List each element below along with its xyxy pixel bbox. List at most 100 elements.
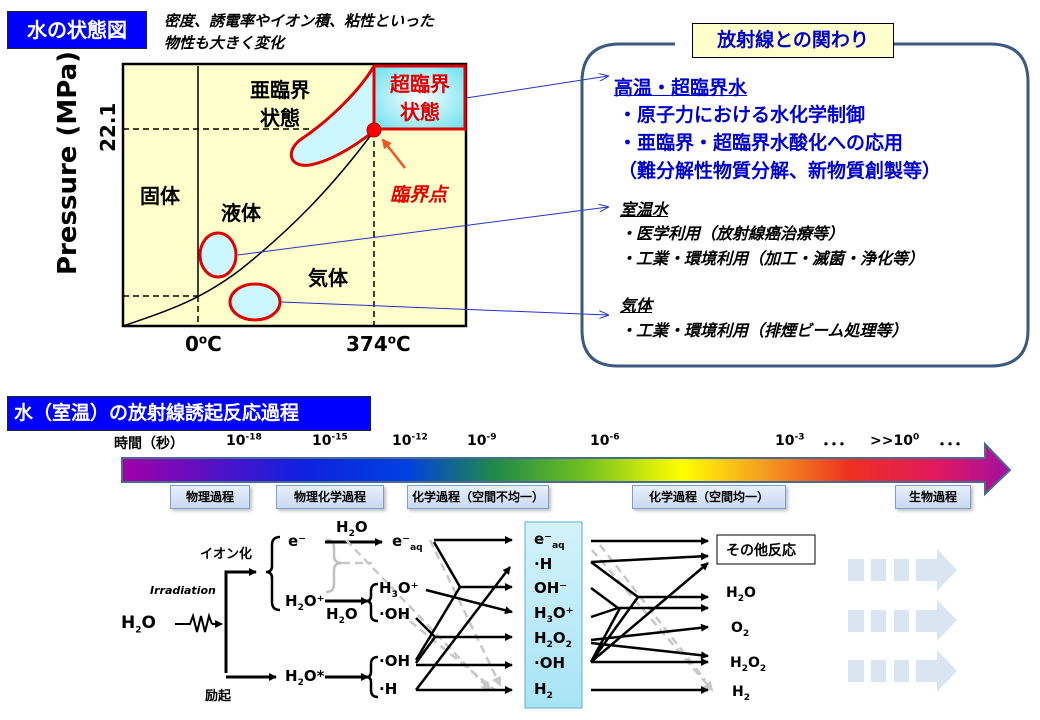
right-arrow-o2 — [590, 623, 709, 642]
timeline-arrow — [121, 441, 1012, 497]
dissociation-brace — [365, 655, 379, 699]
electron-label: e⁻ — [288, 532, 307, 550]
faded-arrow-3 — [848, 650, 957, 692]
temp-tick-0: 0oC — [185, 332, 222, 356]
phase-note-line2: 物性も大きく変化 — [164, 34, 285, 52]
left-arrow-h3o — [425, 588, 513, 615]
left-arrow-up-1 — [414, 586, 462, 661]
left-arrow-h-radical — [415, 566, 511, 691]
right-dash-1 — [591, 549, 714, 692]
temp-tick-374: 374oC — [346, 332, 411, 356]
diffusion-dash-1 — [345, 539, 492, 692]
gas-marker — [228, 282, 282, 322]
irradiation-zigzag — [185, 612, 213, 633]
species-box — [524, 521, 583, 709]
species-item: OH⁻ — [534, 579, 568, 597]
product-oxygen: O2 — [731, 620, 750, 639]
right-arrow-diag-1 — [589, 596, 640, 663]
diffusion-dash-3 — [399, 612, 496, 691]
stage-chemical-heterogeneous: 化学過程（空間不均一） — [407, 485, 549, 509]
species-item: H2O2 — [534, 629, 572, 650]
section-gas-item-1: ・工業・環境利用（排煙ビーム処理等） — [620, 321, 908, 340]
stage-biological: 生物過程 — [895, 485, 971, 509]
section-room-temp-item-2: ・工業・環境利用（加工・滅菌・浄化等） — [620, 249, 925, 268]
stage-physicochemical: 物理化学過程 — [276, 485, 384, 509]
section-room-temp-item-1: ・医学利用（放射線癌治療等） — [620, 224, 845, 243]
section-high-temp: 高温・超臨界水 — [614, 77, 748, 99]
right-arrow-diag-3 — [589, 607, 622, 663]
critical-point-label: 臨界点 — [390, 184, 448, 206]
h2o-star-label: H2O* — [285, 667, 325, 688]
section-room-temp: 室温水 — [620, 200, 669, 219]
water-under-arrow: H2O — [326, 605, 358, 626]
time-tick-4: 10-9 — [467, 432, 497, 449]
supercritical-box — [372, 64, 467, 131]
time-tick-7: >>100 — [870, 432, 920, 449]
stage-chemical-homogeneous: 化学過程（空間均一） — [632, 485, 786, 509]
section-gas: 気体 — [620, 296, 653, 315]
left-arrow-up-2 — [414, 636, 437, 664]
branch-line — [224, 570, 250, 673]
critical-point-arrow — [381, 138, 406, 169]
diffusion-dash-2 — [428, 539, 502, 687]
species-item: H3O⁺ — [534, 604, 574, 625]
radiation-box-title: 放射線との関わり — [692, 23, 894, 58]
time-tick-5: 10-6 — [590, 432, 620, 449]
hydrated-electron-label: e⁻aq — [392, 532, 423, 553]
faded-arrow-1 — [848, 549, 957, 591]
product-hydrogen: H2 — [732, 684, 750, 703]
gas-connector — [280, 301, 608, 315]
right-arrow-h2o2-1 — [590, 641, 709, 660]
recombination-brace — [325, 538, 343, 594]
time-tick-6: 10-3 — [775, 432, 805, 449]
species-item: ·H — [534, 555, 553, 573]
reactant-water: H2O — [121, 613, 156, 636]
product-water: H2O — [726, 585, 756, 604]
other-reactions-label: その他反応 — [726, 543, 796, 559]
oh-radical-label: ·OH — [379, 605, 411, 623]
critical-point-marker — [366, 122, 382, 138]
pressure-tick: 22.1 — [96, 102, 120, 152]
subcritical-outline — [289, 65, 376, 167]
right-arrow-other-2 — [590, 552, 709, 564]
room-temp-water-marker — [198, 231, 238, 279]
other-reactions-box — [716, 534, 816, 565]
product-peroxide: H2O2 — [730, 655, 767, 674]
ionization-label: イオン化 — [200, 547, 253, 562]
right-arrow-diag-2 — [590, 562, 709, 663]
section-high-temp-item-2: ・亜臨界・超臨界水酸化への応用 — [618, 132, 904, 154]
oh-radical-label-2: ·OH — [379, 652, 411, 670]
region-solid: 固体 — [140, 184, 180, 208]
region-supercritical: 超臨界状態 — [390, 72, 450, 124]
section-high-temp-item-1: ・原子力における水化学制御 — [618, 104, 866, 126]
faded-arrow-2 — [848, 600, 957, 641]
proton-transfer-brace — [365, 582, 379, 623]
region-liquid: 液体 — [221, 201, 261, 225]
h2o-plus-label: H2O⁺ — [285, 592, 325, 613]
excitation-label: 励起 — [205, 689, 232, 704]
right-arrow-h2o-1 — [590, 560, 709, 601]
section-high-temp-item-3: （難分解性物質分解、新物質創製等） — [618, 160, 942, 182]
ellipsis-2: ･･･ — [938, 435, 963, 454]
species-item: ·OH — [534, 654, 566, 672]
y-axis-label: Pressure (MPa) — [53, 50, 83, 275]
room-temp-connector — [237, 207, 608, 256]
phase-note-line1: 密度、誘電率やイオン積、粘性といった — [164, 12, 435, 30]
radiation-box-frame — [580, 42, 1030, 368]
ionization-brace — [265, 535, 281, 612]
right-dash-2 — [599, 544, 706, 681]
irradiation-label: Irradiation — [150, 584, 216, 597]
time-tick-1: 10-18 — [226, 432, 262, 449]
h-radical-label: ·H — [379, 680, 398, 698]
time-tick-2: 10-15 — [312, 432, 348, 449]
species-item: H2 — [534, 680, 553, 701]
region-gas: 気体 — [308, 266, 348, 290]
h3o-plus-label: H3O⁺ — [379, 579, 419, 600]
vapor-pressure-curve — [122, 130, 375, 327]
phase-diagram-title: 水の状態図 — [7, 11, 147, 49]
species-item: e⁻aq — [534, 530, 565, 551]
process-title: 水（室温）の放射線誘起反応過程 — [7, 396, 371, 431]
stage-physical: 物理過程 — [170, 485, 250, 509]
time-tick-3: 10-12 — [392, 432, 428, 449]
